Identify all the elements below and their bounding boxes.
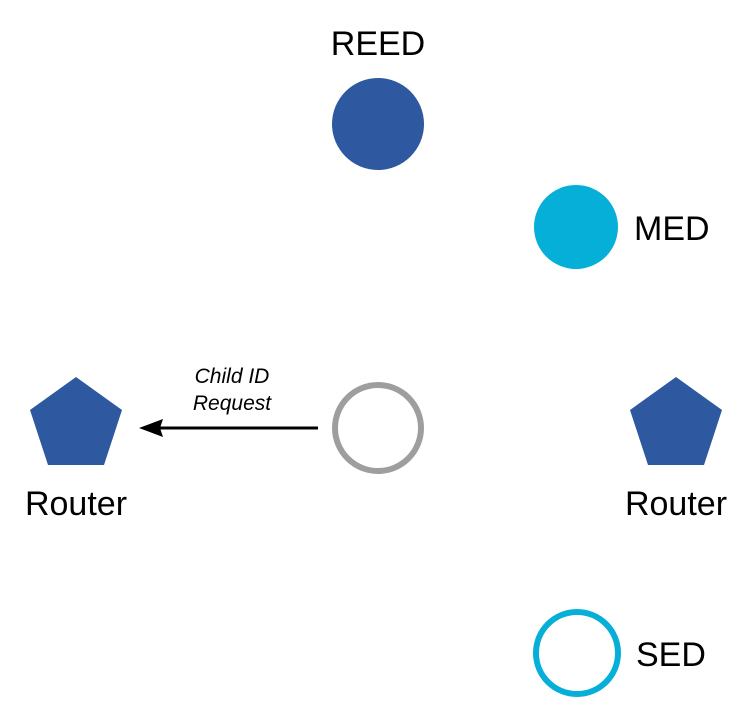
node-label-sed: SED (636, 636, 706, 674)
edge-child-id-request: Child ID Request (139, 365, 318, 437)
node-router-right[interactable]: Router (625, 377, 727, 523)
sed-circle-outline-icon[interactable] (533, 609, 621, 697)
node-sed[interactable]: SED (533, 609, 706, 697)
router-left-pentagon-icon[interactable] (30, 377, 122, 465)
node-reed[interactable]: REED (331, 25, 425, 170)
child-id-request-arrowhead (139, 419, 163, 437)
reed-circle-icon[interactable] (332, 78, 424, 170)
node-label-med: MED (634, 210, 710, 248)
node-med[interactable]: MED (534, 185, 710, 269)
med-circle-icon[interactable] (534, 185, 618, 269)
node-router-left[interactable]: Router (25, 377, 127, 523)
edge-label-child-id-request-line2: Request (193, 392, 272, 415)
router-right-pentagon-icon[interactable] (630, 377, 722, 465)
leader-circle-outline-icon[interactable] (332, 382, 424, 474)
node-label-router-left: Router (25, 485, 127, 523)
node-leader[interactable] (332, 382, 424, 474)
edge-label-child-id-request-line1: Child ID (195, 365, 270, 388)
node-label-router-right: Router (625, 485, 727, 523)
node-label-reed: REED (331, 25, 425, 63)
